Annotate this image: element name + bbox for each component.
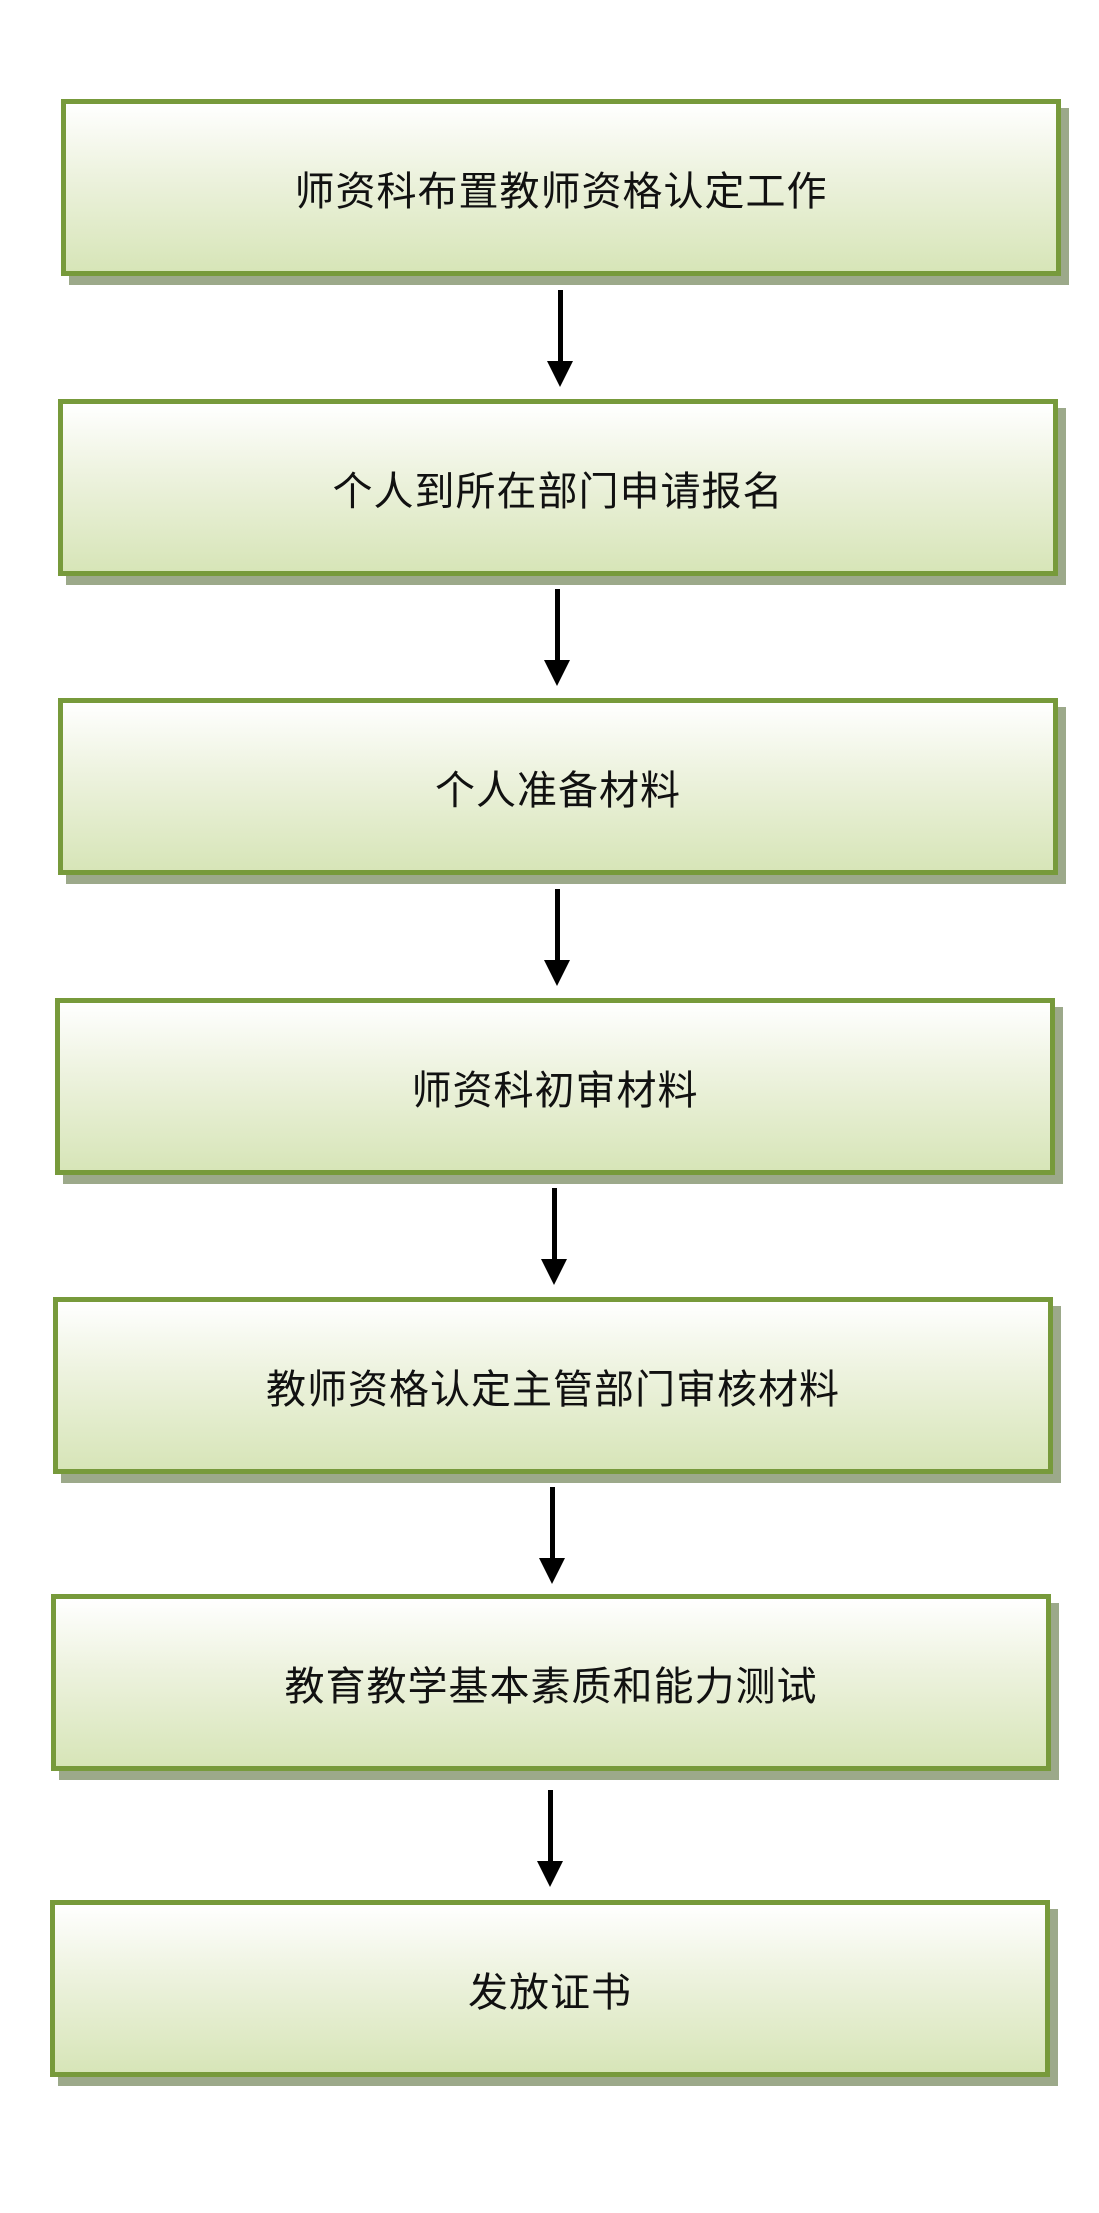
arrow-5-icon <box>539 1487 565 1584</box>
arrow-2-icon <box>544 589 570 686</box>
arrow-3-icon <box>544 889 570 986</box>
step-7-label: 发放证书 <box>468 1969 632 2016</box>
step-4-box: 师资科初审材料 <box>55 998 1055 1175</box>
step-2-box: 个人到所在部门申请报名 <box>58 399 1058 576</box>
arrow-1-icon <box>547 290 573 387</box>
step-2-label: 个人到所在部门申请报名 <box>332 468 784 515</box>
step-5-box: 教师资格认定主管部门审核材料 <box>53 1297 1053 1474</box>
arrow-4-icon <box>541 1188 567 1285</box>
step-6-box: 教育教学基本素质和能力测试 <box>51 1594 1051 1771</box>
step-4-label: 师资科初审材料 <box>411 1067 699 1114</box>
arrow-6-icon <box>537 1790 563 1887</box>
step-5-label: 教师资格认定主管部门审核材料 <box>266 1366 840 1413</box>
step-3-label: 个人准备材料 <box>435 767 681 814</box>
step-3-box: 个人准备材料 <box>58 698 1058 875</box>
step-6-label: 教育教学基本素质和能力测试 <box>284 1663 818 1710</box>
step-7-box: 发放证书 <box>50 1900 1050 2077</box>
step-1-box: 师资科布置教师资格认定工作 <box>61 99 1061 276</box>
step-1-label: 师资科布置教师资格认定工作 <box>294 168 828 215</box>
